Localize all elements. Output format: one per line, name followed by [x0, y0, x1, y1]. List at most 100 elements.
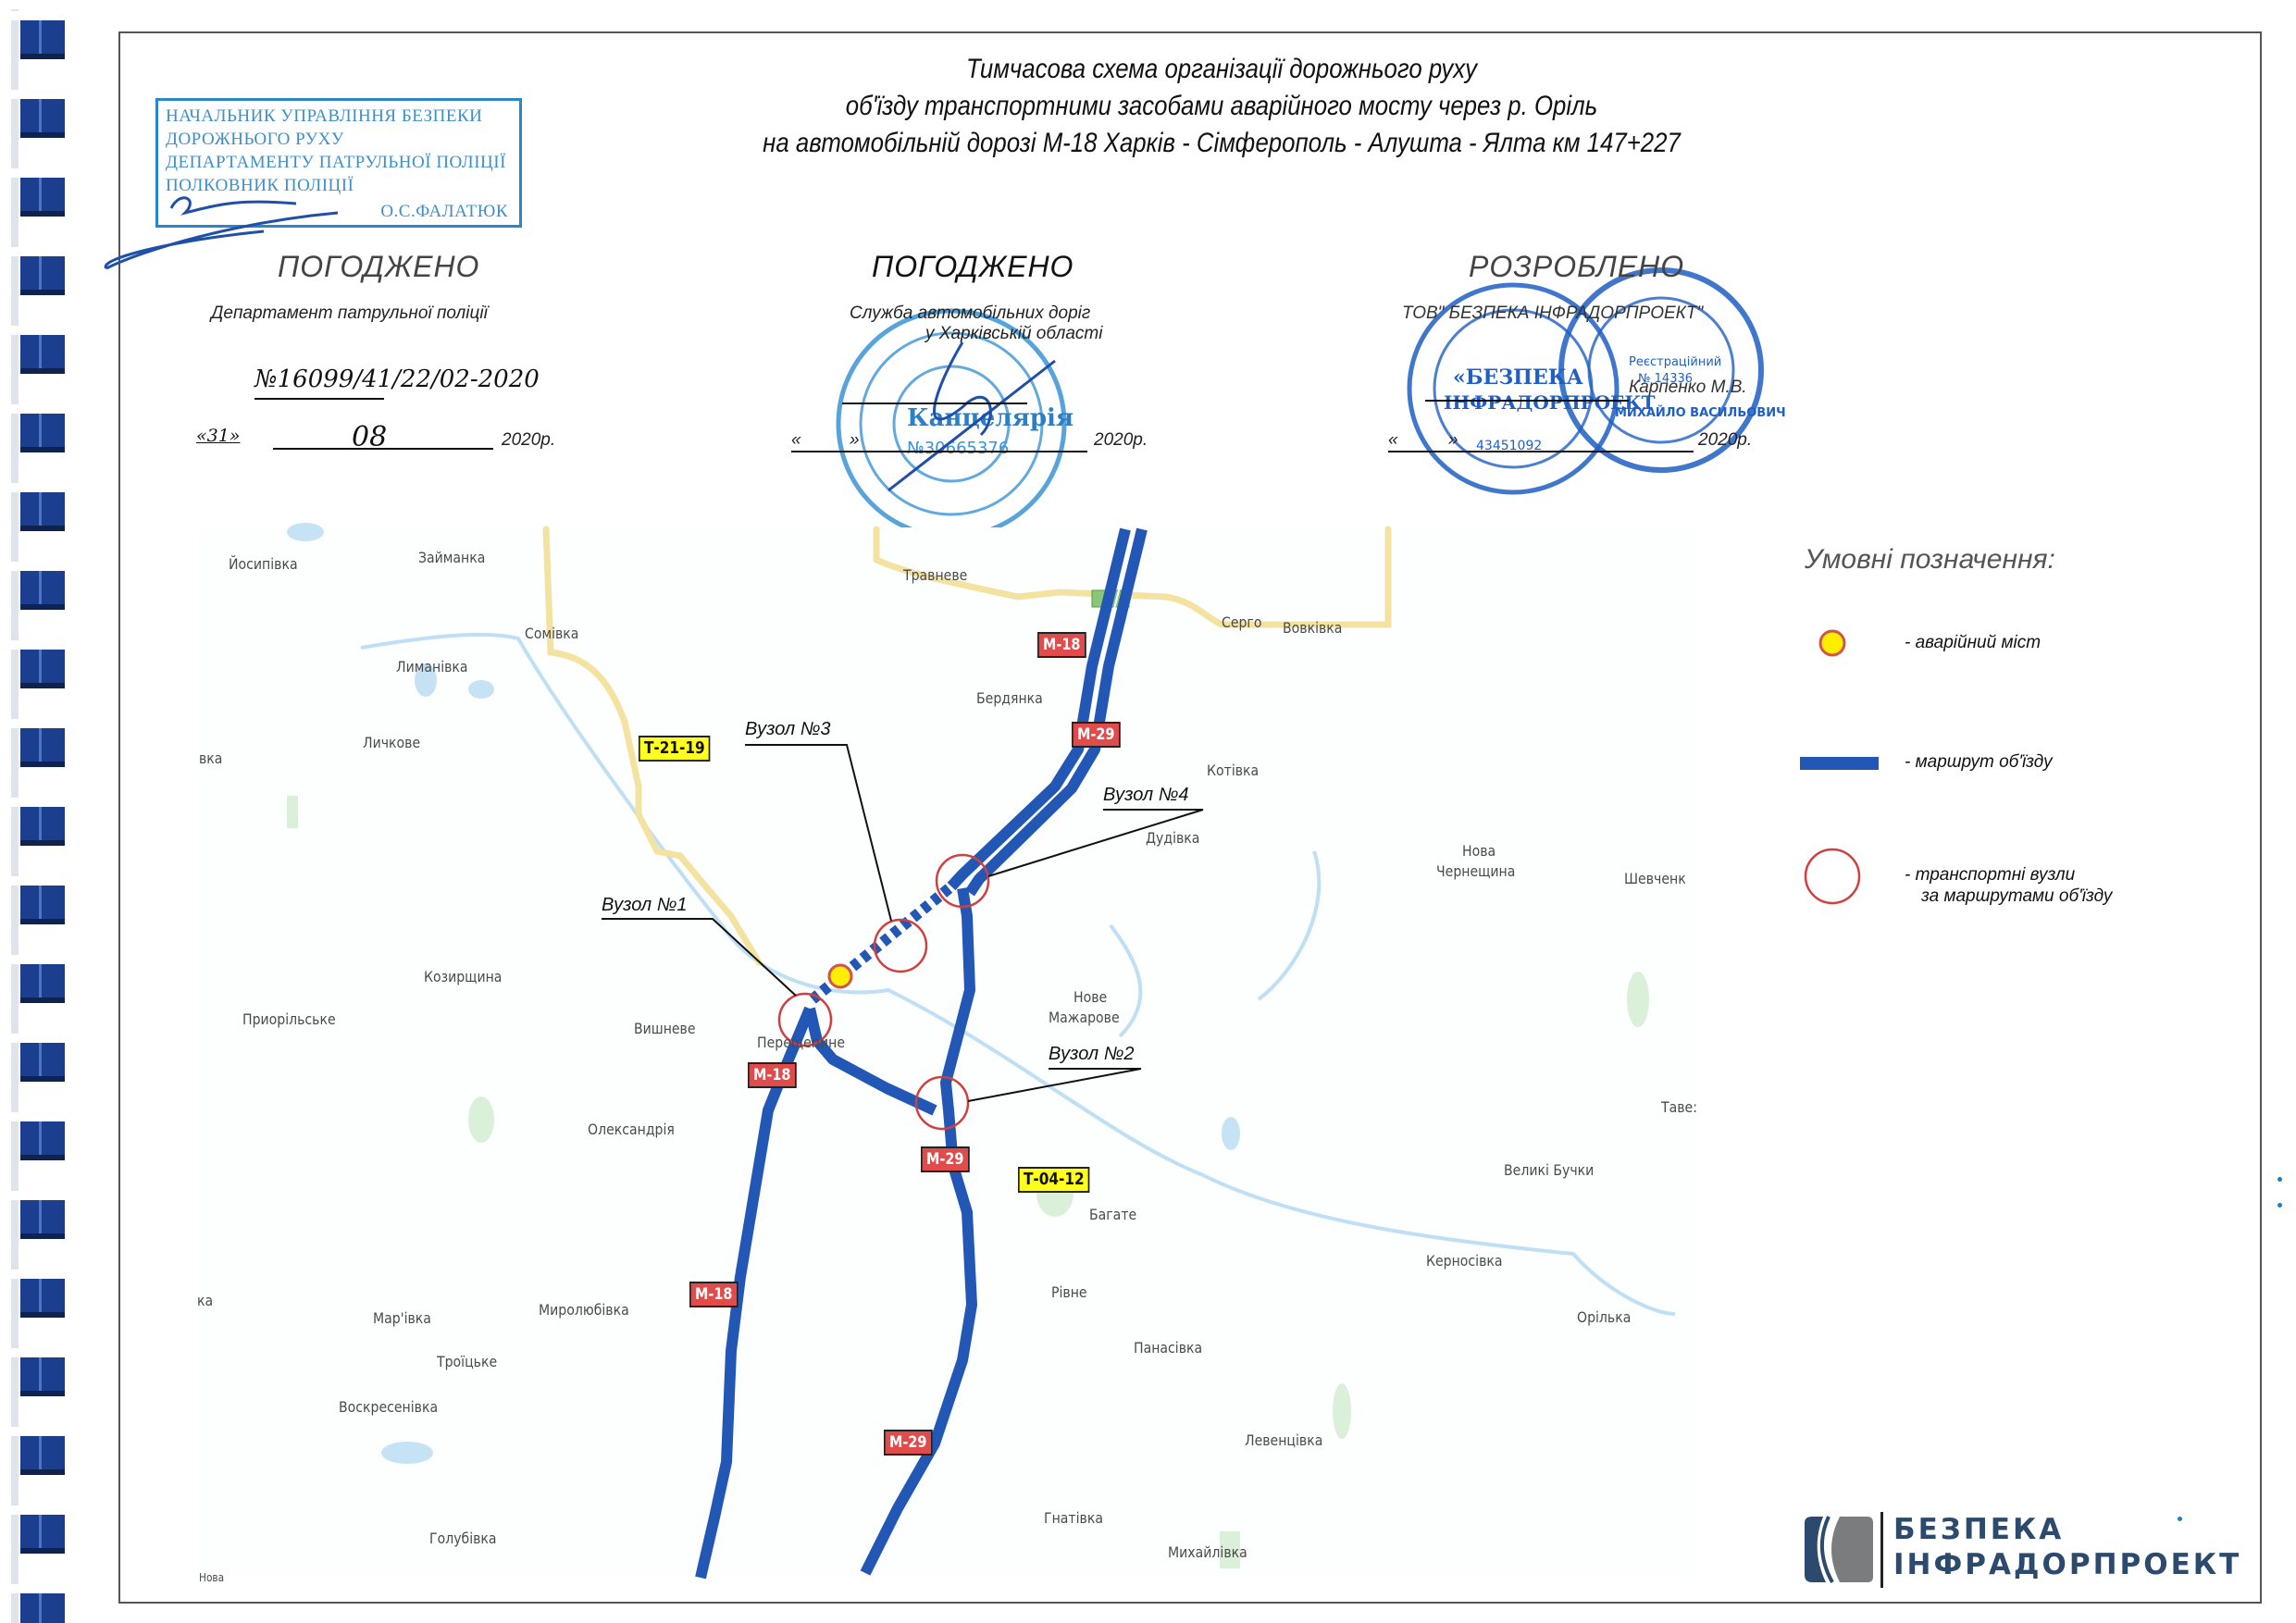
town-label: Перещепине [757, 1034, 845, 1051]
town-label: Нове [1074, 988, 1108, 1006]
date-year-1: 2020р. [502, 430, 556, 450]
town-label: Троїцьке [437, 1353, 498, 1370]
town-label: вка [199, 750, 223, 767]
svg-text:МИХАЙЛО ВАСИЛЬОВИЧ: МИХАЙЛО ВАСИЛЬОВИЧ [1615, 405, 1786, 420]
town-label: Шевченк [1624, 870, 1686, 887]
date-open-2: « [791, 430, 801, 450]
stamp-line: ДОРОЖНЬОГО РУХУ [166, 130, 344, 149]
legend-label-bridge: - аварійний міст [1905, 633, 2042, 652]
stamp-line: ДЕПАРТАМЕНТУ ПАТРУЛЬНОЇ ПОЛІЦІЇ [166, 153, 506, 172]
node-label-3: Вузол №3 [745, 719, 831, 739]
detour-route-icon [1800, 757, 1879, 770]
organization-2-line2: у Харківській області [925, 324, 1103, 343]
node-label-1: Вузол №1 [602, 895, 688, 915]
road-shield-m18: М-18 [1037, 632, 1086, 658]
town-label: Нова [199, 1571, 225, 1584]
legend-symbols [1800, 629, 1879, 905]
road-shield-m29: М-29 [1072, 722, 1121, 748]
town-label: Таве: [1661, 1098, 1697, 1116]
town-label: Мар'івка [373, 1309, 431, 1327]
transport-nodes [777, 853, 990, 1131]
emergency-bridge-marker [827, 963, 853, 989]
town-label: Багате [1089, 1206, 1137, 1223]
town-label: Орілька [1577, 1308, 1632, 1326]
town-label: Вовківка [1283, 619, 1343, 637]
town-label: Миролюбівка [539, 1301, 629, 1319]
date-line [273, 448, 493, 450]
town-label: Лиманівка [396, 658, 468, 675]
town-label: Йосипівка [229, 555, 298, 573]
legend-label-node-2: за маршрутами об'їзду [1921, 886, 2113, 906]
regional-roads [542, 526, 1392, 966]
date-close-3: » [1448, 430, 1458, 450]
title-line-2: об'їзду транспортними засобами аварійног… [845, 91, 1598, 121]
underline [254, 398, 384, 400]
town-label: Рівне [1051, 1283, 1087, 1301]
town-label: Голубівка [429, 1530, 497, 1547]
svg-text:Реєстраційний: Реєстраційний [1629, 355, 1721, 369]
round-seals-developer: «БЕЗПЕКА ІНФРАДОРПРОЕКТ 43451092 Реєстра… [1407, 267, 1786, 495]
town-label: Керносівка [1426, 1252, 1503, 1270]
town-label: Панасівка [1134, 1339, 1203, 1357]
logo-text: БЕЗПЕКА ІНФРАДОРПРОЕКТ [1893, 1512, 2241, 1582]
approved-heading-2: ПОГОДЖЕНО [872, 250, 1074, 283]
seal-number: №30665376 [907, 439, 1009, 458]
node-1-circle [777, 992, 833, 1047]
road-shield-m29: М-29 [921, 1146, 970, 1172]
stamp-signatory: О.С.ФАЛАТЮК [380, 202, 508, 221]
date-line-3 [1388, 451, 1694, 452]
signature-scribble [104, 196, 339, 270]
node-2-circle [914, 1075, 970, 1131]
stamp-line: НАЧАЛЬНИК УПРАВЛІННЯ БЕЗПЕКИ [166, 106, 483, 126]
town-label: Олександрія [588, 1121, 675, 1138]
svg-text:№ 14336: № 14336 [1638, 372, 1693, 386]
river-oril [360, 632, 1676, 1316]
date-year-3: 2020р. [1698, 430, 1753, 450]
transport-node-icon [1804, 848, 1861, 905]
round-seal-roads-service: Канцелярія №30665376 [836, 308, 1074, 539]
date-open-3: « [1388, 430, 1398, 450]
legend-label-route: - маршрут об'їзду [1905, 752, 2053, 772]
node-4-circle [935, 853, 990, 909]
node-label-4: Вузол №4 [1103, 785, 1189, 805]
road-shield-t0412: Т-04-12 [1018, 1167, 1090, 1193]
date-close-2: » [850, 430, 860, 450]
logo-line-2: ІНФРАДОРПРОЕКТ [1893, 1548, 2242, 1581]
svg-text:43451092: 43451092 [1476, 439, 1542, 453]
town-label: Сомівка [525, 625, 579, 642]
organization-1: Департамент патрульної поліції [211, 304, 488, 323]
town-label: Бердянка [976, 689, 1043, 707]
node-3-circle [873, 918, 928, 973]
town-label: Мажарове [1049, 1009, 1120, 1026]
document-frame [118, 31, 2262, 1604]
margin-dot [2277, 1203, 2282, 1208]
town-label: Нова [1462, 842, 1496, 860]
town-label: Займанка [418, 549, 486, 566]
town-label: Левенцівка [1245, 1431, 1323, 1449]
town-label: ка [197, 1292, 214, 1309]
town-label: Серго [1222, 613, 1262, 631]
town-label: Котівка [1207, 762, 1260, 779]
town-label: Чернещина [1436, 862, 1516, 880]
water-spots [287, 523, 1240, 1464]
organization-2-line1: Служба автомобільних доріг [850, 304, 1091, 323]
town-label: Михайлівка [1168, 1543, 1247, 1561]
road-shield-m18: М-18 [748, 1062, 797, 1088]
legend-title: Умовні позначення: [1805, 544, 2055, 575]
developed-heading: РОЗРОБЛЕНО [1469, 250, 1685, 283]
town-label: Личкове [363, 734, 421, 751]
title-line-1: Тимчасова схема організації дорожнього р… [965, 54, 1478, 84]
spiral-binding [9, 9, 65, 1623]
reference-number: №16099/41/22/02-2020 [254, 365, 540, 393]
company-logo: БЕЗПЕКА ІНФРАДОРПРОЕКТ [1803, 1512, 2256, 1588]
town-label: Дудівка [1146, 829, 1200, 847]
town-label: Гнатівка [1044, 1509, 1103, 1527]
margin-dot [2277, 1177, 2282, 1182]
road-shield-m18: М-18 [689, 1282, 738, 1307]
road-shield-m29: М-29 [884, 1430, 933, 1456]
town-label: Великі Бучки [1504, 1161, 1595, 1179]
approved-heading-1: ПОГОДЖЕНО [278, 250, 480, 283]
logo-mark-icon [1805, 1512, 1883, 1588]
signature-line-3 [1425, 400, 1629, 402]
